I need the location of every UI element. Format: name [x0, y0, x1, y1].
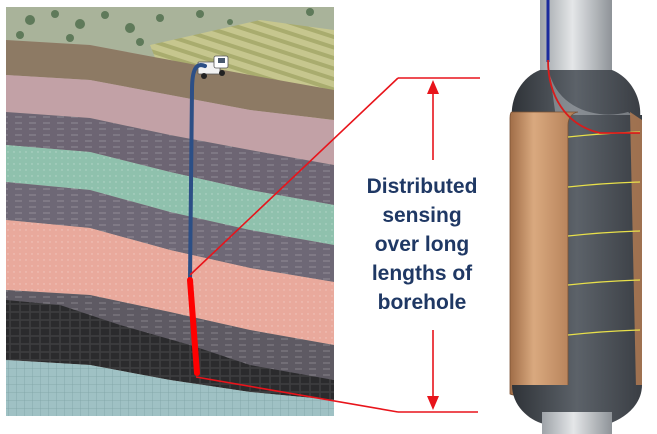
- dimension-arrow-icon: [427, 80, 439, 410]
- callout-lines: [189, 77, 480, 413]
- caption-line-5: borehole: [377, 291, 467, 314]
- copper-sleeve: [509, 111, 579, 398]
- truck-icon: [197, 55, 229, 79]
- stratum-pink: [6, 75, 334, 165]
- caption-line-1: Distributed: [366, 175, 478, 198]
- borehole-cable-icon: [188, 63, 207, 282]
- fiber-line: [547, 59, 640, 134]
- stratum-blue-grid: [6, 360, 334, 416]
- sensor-rings: [567, 131, 641, 336]
- caption-line-3: over long: [374, 233, 470, 256]
- caption-text: Distributed sensing over long lengths of…: [340, 172, 504, 317]
- geology-cross-section: [6, 7, 334, 416]
- trees: [16, 8, 314, 46]
- soil-layer: [6, 40, 334, 120]
- caption-line-2: sensing: [382, 204, 462, 227]
- stratum-brick: [6, 300, 334, 400]
- sensing-segment: [187, 277, 200, 376]
- downhole-tool-icon: [509, 0, 642, 434]
- caption-line-4: lengths of: [371, 262, 473, 285]
